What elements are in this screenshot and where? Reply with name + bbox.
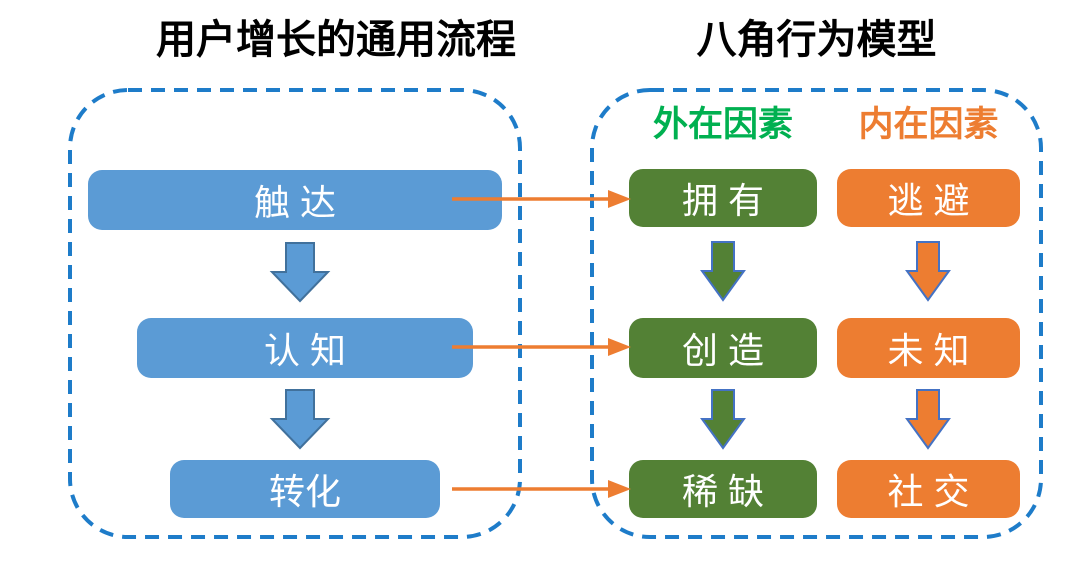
right-container-dashed-border <box>590 88 1043 539</box>
internal-node-unknown: 未 知 <box>837 318 1020 378</box>
flow-step-cognition: 认 知 <box>137 318 473 378</box>
green-down-arrow-1 <box>700 241 746 302</box>
internal-node-social: 社 交 <box>837 460 1020 518</box>
blue-down-arrow-1 <box>269 242 331 303</box>
internal-factors-header: 内在因素 <box>858 105 999 144</box>
internal-node-avoidance: 逃 避 <box>837 169 1020 227</box>
orange-down-arrow-2 <box>905 389 951 450</box>
left-panel-title: 用户增长的通用流程 <box>156 18 516 62</box>
flow-step-reach: 触 达 <box>88 170 502 230</box>
orange-down-arrow-1 <box>905 241 951 302</box>
external-node-creation: 创 造 <box>629 318 817 378</box>
blue-down-arrow-2 <box>269 389 331 450</box>
flow-step-conversion: 转化 <box>170 460 440 518</box>
external-node-ownership: 拥 有 <box>629 169 817 227</box>
external-factors-header: 外在因素 <box>652 105 793 144</box>
right-panel-title: 八角行为模型 <box>696 18 937 62</box>
external-node-scarcity: 稀 缺 <box>629 460 817 518</box>
left-container-dashed-border <box>68 88 522 539</box>
green-down-arrow-2 <box>700 389 746 450</box>
